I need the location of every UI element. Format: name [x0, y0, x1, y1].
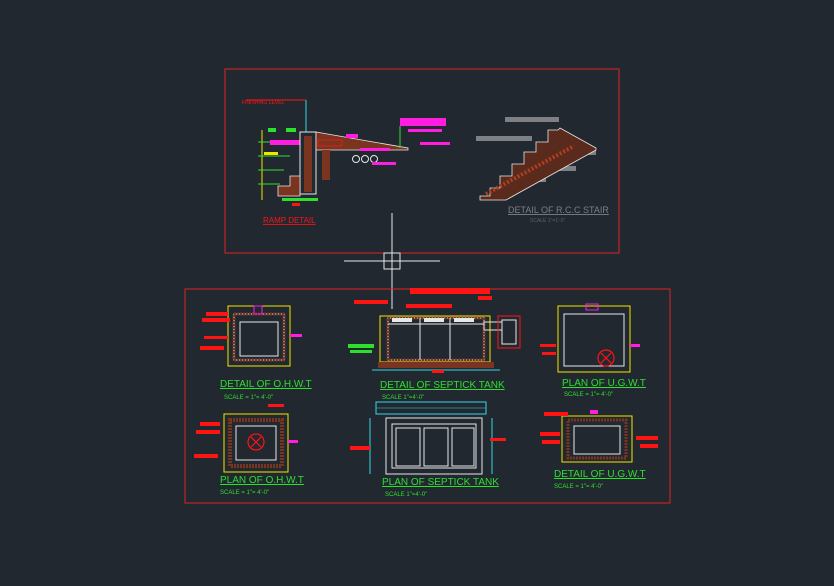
ohwt-detail-drawing: DETAIL OF O.H.W.T SCALE = 1"= 4'-0"	[200, 305, 312, 401]
stair-detail-scale: SCALE 1"=1'-0"	[530, 218, 565, 224]
ramp-detail-drawing: FINISHING LEVEL	[242, 99, 450, 225]
ohwt-plan-scale: SCALE = 1"= 4'-0"	[220, 490, 269, 496]
ugwt-plan-title: PLAN OF U.G.W.T	[562, 378, 646, 389]
ugwt-detail-drawing: DETAIL OF U.G.W.T SCALE = 1"= 4'-0"	[540, 410, 658, 490]
rcc-stair-drawing: DETAIL OF R.C.C STAIR SCALE 1"=1'-0"	[476, 117, 609, 224]
ohwt-detail-scale: SCALE = 1"= 4'-0"	[224, 395, 273, 401]
ugwt-detail-title: DETAIL OF U.G.W.T	[554, 469, 646, 480]
septic-plan-title: PLAN OF SEPTICK TANK	[382, 477, 499, 488]
stair-detail-title: DETAIL OF R.C.C STAIR	[508, 205, 609, 215]
ramp-note-label: FINISHING LEVEL	[242, 100, 284, 106]
ohwt-plan-title: PLAN OF O.H.W.T	[220, 475, 304, 486]
ramp-detail-title: RAMP DETAIL	[263, 216, 316, 225]
septic-plan-scale: SCALE 1"=4'-0"	[385, 492, 427, 498]
ohwt-detail-title: DETAIL OF O.H.W.T	[220, 379, 312, 390]
ugwt-plan-drawing: PLAN OF U.G.W.T SCALE = 1"= 4'-0"	[540, 303, 646, 398]
septic-detail-scale: SCALE 1"=4'-0"	[382, 395, 424, 401]
ugwt-detail-scale: SCALE = 1"= 4'-0"	[554, 484, 603, 490]
septic-detail-title: DETAIL OF SEPTICK TANK	[380, 380, 505, 391]
crosshair-cursor[interactable]	[344, 213, 440, 309]
ohwt-plan-drawing: PLAN OF O.H.W.T SCALE = 1"= 4'-0"	[194, 404, 304, 496]
top-sheet-frame	[224, 68, 620, 254]
septic-detail-drawing: DETAIL OF SEPTICK TANK SCALE 1"=4'-0"	[348, 288, 521, 401]
ugwt-plan-scale: SCALE = 1"= 4'-0"	[564, 392, 613, 398]
septic-plan-drawing: PLAN OF SEPTICK TANK SCALE 1"=4'-0"	[350, 401, 506, 498]
